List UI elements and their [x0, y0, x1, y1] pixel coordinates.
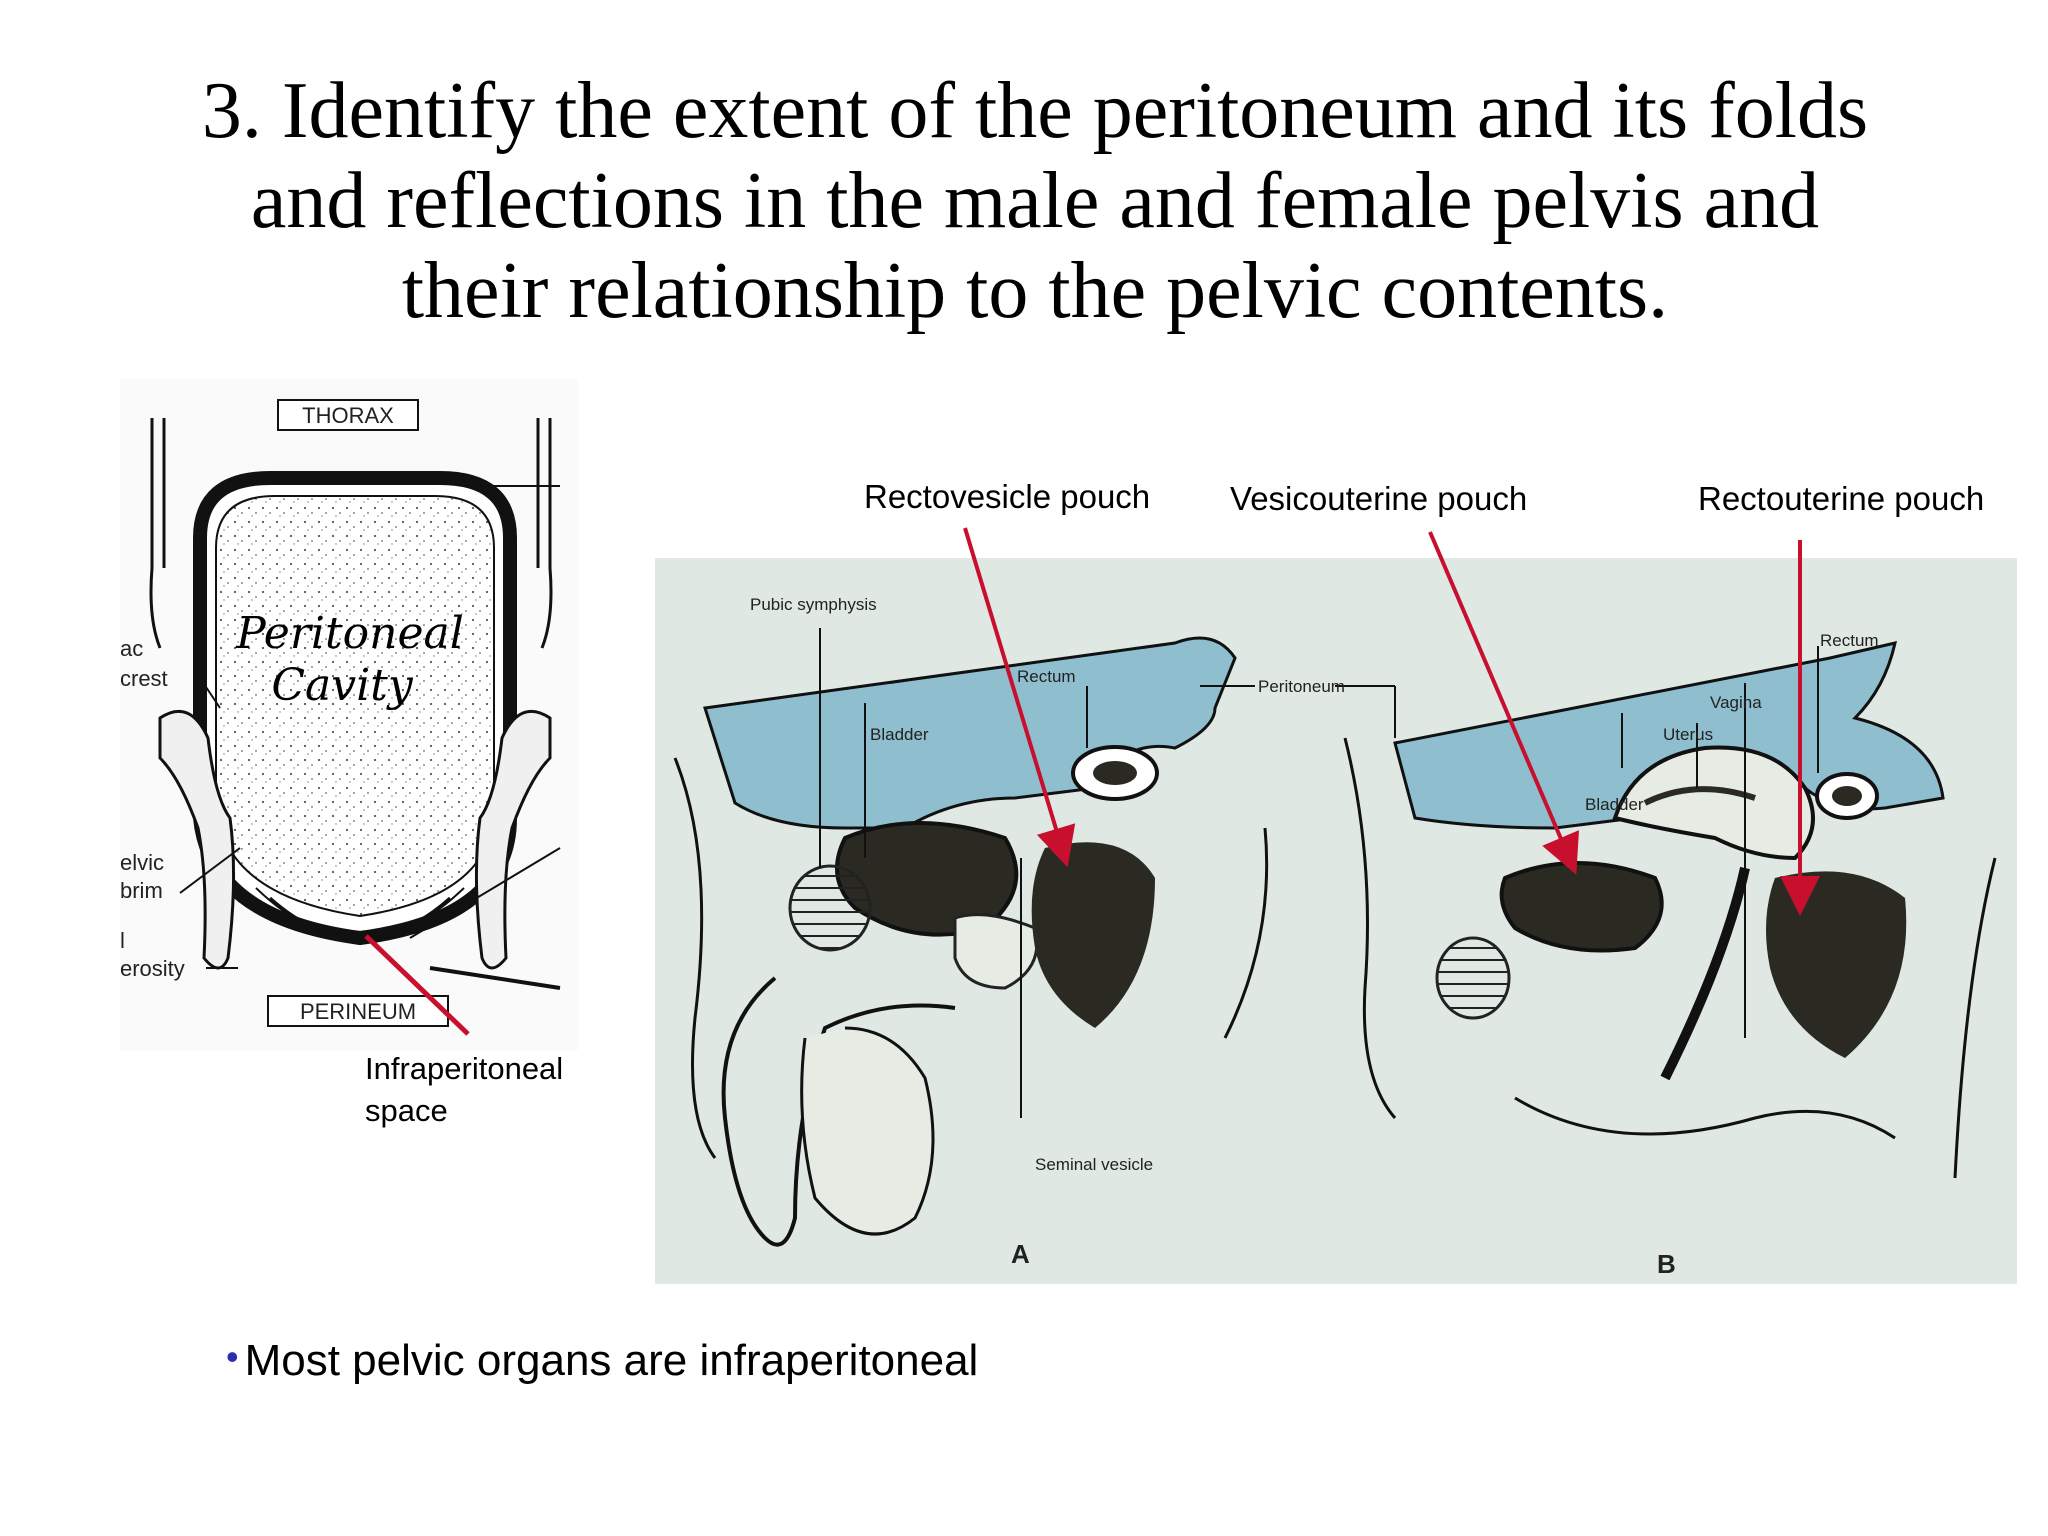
- perineum-label: PERINEUM: [300, 999, 416, 1024]
- penis-outline: [721, 976, 956, 1247]
- label-seminal-vesicle: Seminal vesicle: [1035, 1155, 1153, 1174]
- cavity-label-line1: Peritoneal: [235, 608, 464, 659]
- callout-rectouterine-pouch: Rectouterine pouch: [1698, 480, 1985, 517]
- sagittal-sections-svg: Pubic symphysis Rectum Bladder Seminal v…: [673, 595, 1997, 1279]
- peritoneal-cavity-svg: THORAX PERINEUM Peritoneal Cavity ac cre…: [120, 399, 561, 1036]
- callout-rectovesicle-pouch: Rectovesicle pouch: [864, 478, 1151, 515]
- pubic-symphysis-male: [788, 864, 872, 952]
- pubic-symphysis-female: [1435, 936, 1511, 1020]
- body-wall-left: [149, 418, 162, 649]
- cut-label: ac: [120, 636, 143, 661]
- arrow-rectovesicle: [963, 527, 1076, 868]
- cut-label: elvic: [120, 850, 164, 875]
- title-line-2: and reflections in the male and female p…: [250, 157, 1820, 245]
- bullet-text: Most pelvic organs are infraperitoneal: [244, 1336, 979, 1385]
- cut-label: crest: [120, 666, 168, 691]
- slide-title: 3. Identify the extent of the peritoneum…: [120, 66, 1950, 336]
- bladder-female: [1499, 861, 1664, 953]
- label-rectum-a: Rectum: [1017, 667, 1076, 686]
- label-bladder-a: Bladder: [870, 725, 929, 744]
- leader-line: [429, 966, 561, 990]
- label-bladder-b: Bladder: [1585, 795, 1644, 814]
- bullet-item: •Most pelvic organs are infraperitoneal: [226, 1336, 978, 1386]
- body-wall-right: [540, 418, 553, 649]
- peritoneal-cavity-diagram: THORAX PERINEUM Peritoneal Cavity ac cre…: [120, 378, 578, 1050]
- vagina: [1660, 866, 1750, 1081]
- cut-label: brim: [120, 878, 163, 903]
- infraperitoneal-space-label: Infraperitoneal space: [365, 1051, 564, 1128]
- title-line-3: their relationship to the pelvic content…: [401, 247, 1669, 335]
- label-peritoneum: Peritoneum: [1258, 677, 1345, 696]
- title-line-1: 3. Identify the extent of the peritoneum…: [201, 67, 1869, 155]
- bullet-dot-icon: •: [226, 1336, 239, 1377]
- pelvic-bone-right: [474, 709, 552, 970]
- cavity-label-line2: Cavity: [271, 660, 414, 711]
- label-vagina: Vagina: [1710, 693, 1762, 712]
- uterus: [1612, 745, 1815, 861]
- perineum-box: [267, 995, 449, 1027]
- cut-label: l: [120, 928, 125, 953]
- thorax-label: THORAX: [302, 403, 394, 428]
- thorax-box: [277, 399, 419, 431]
- label-uterus: Uterus: [1663, 725, 1713, 744]
- pelvis-sagittal-sections: Pubic symphysis Rectum Bladder Seminal v…: [655, 558, 2017, 1284]
- label-rectum-b: Rectum: [1820, 631, 1879, 650]
- label-pubic-symphysis: Pubic symphysis: [750, 595, 877, 614]
- leader-line: [409, 847, 561, 939]
- panel-label-a: A: [1011, 1239, 1030, 1269]
- rectal-mass-male: [1031, 842, 1155, 1028]
- infraperitoneal-pointer: [364, 934, 470, 1036]
- cut-label: erosity: [120, 956, 185, 981]
- arrow-vesicouterine: [1428, 531, 1579, 875]
- panel-label-b: B: [1657, 1249, 1676, 1279]
- pelvic-bone-left: [158, 709, 236, 970]
- scrotum-outline: [800, 1026, 935, 1236]
- rectal-mass-female: [1766, 871, 1907, 1058]
- callout-vesicouterine-pouch: Vesicouterine pouch: [1230, 480, 1528, 517]
